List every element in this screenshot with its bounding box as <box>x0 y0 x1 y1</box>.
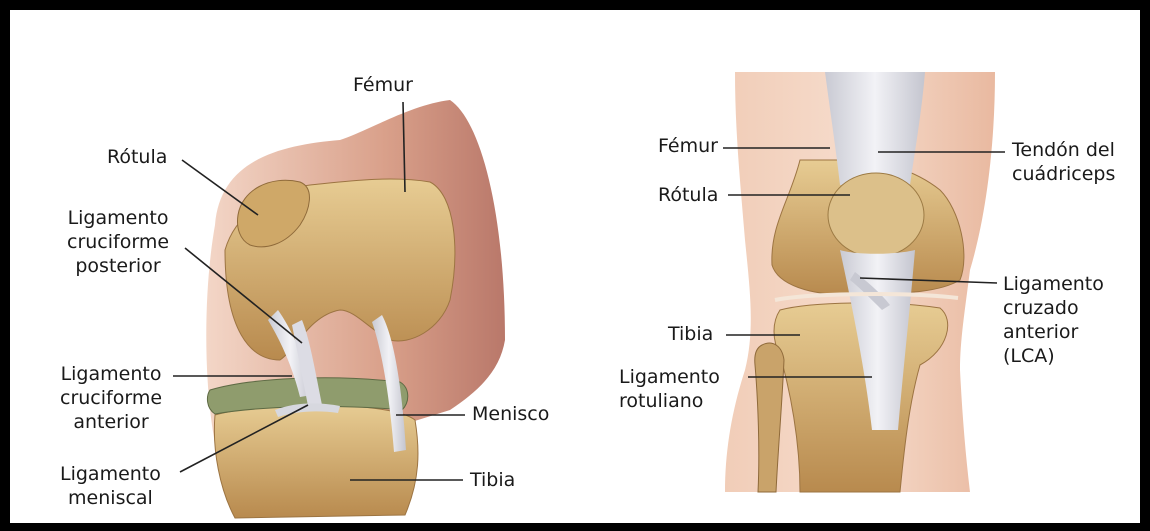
knee-anatomy-illustration <box>10 10 1150 531</box>
label-left-femur: Fémur <box>353 73 413 97</box>
right-quadriceps-tendon <box>825 72 925 185</box>
label-right-lig-rotuliano: Ligamento rotuliano <box>619 365 720 413</box>
label-left-rotula: Rótula <box>107 145 167 169</box>
label-left-lig-cruciforme-posterior: Ligamento cruciforme posterior <box>67 206 169 278</box>
label-left-menisco: Menisco <box>472 402 549 426</box>
label-right-femur: Fémur <box>658 134 718 158</box>
label-left-lig-cruciforme-anterior: Ligamento cruciforme anterior <box>60 362 162 434</box>
label-right-tibia: Tibia <box>668 322 713 346</box>
label-left-lig-meniscal: Ligamento meniscal <box>60 462 161 510</box>
label-left-tibia: Tibia <box>470 468 515 492</box>
left-tibia-bone <box>214 405 418 518</box>
right-patella-bone <box>828 173 924 257</box>
label-right-rotula: Rótula <box>658 183 718 207</box>
label-right-tendon-cuadriceps: Tendón del cuádriceps <box>1012 138 1115 186</box>
label-right-lig-cruzado-anterior: Ligamento cruzado anterior (LCA) <box>1003 272 1104 368</box>
left-knee-illustration <box>206 100 505 518</box>
